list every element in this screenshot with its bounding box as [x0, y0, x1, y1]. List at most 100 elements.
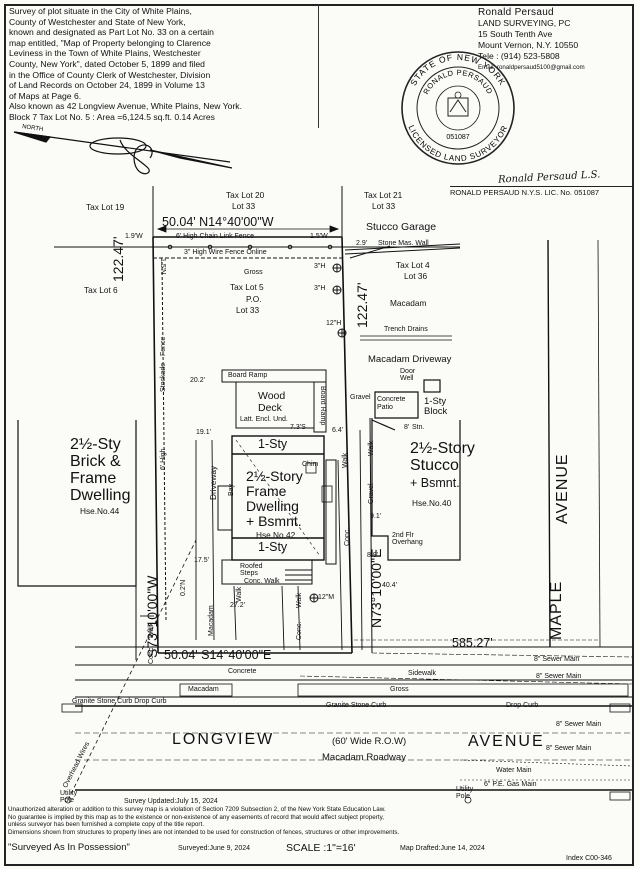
left-dwelling-1: 2½-Sty [70, 436, 121, 453]
left-dwelling-4: Dwelling [70, 487, 131, 504]
label-stucco-garage: Stucco Garage [366, 221, 437, 233]
property-description: Survey of plot situate in the City of Wh… [9, 6, 311, 123]
offset-2-9: 2.9' [356, 240, 368, 247]
trench-drains-label: Trench Drains [384, 326, 428, 333]
gas-main-label: 6" P.E. Gas Main [484, 781, 537, 788]
deck-label-3: Latt. Encl. Und. [240, 416, 288, 423]
label-tax-lot-5: Tax Lot 5 [230, 282, 264, 292]
avenue-bottom-label: AVENUE [468, 733, 545, 750]
label-tax-lot-21: Tax Lot 21 [364, 190, 403, 200]
chimney-label: Chim [302, 461, 319, 468]
surveyor-seal [401, 51, 515, 165]
gross-sidewalk-label: Gross [390, 686, 409, 693]
description-line: County, New York", dated October 5, 1899… [9, 58, 205, 69]
adjacent-dwelling-40 [371, 379, 461, 561]
signature-line [450, 186, 634, 187]
map-drafted-date: Map Drafted:June 14, 2024 [400, 845, 485, 852]
description-line: known and designated as Part Lot No. 33 … [9, 27, 214, 38]
dim-20-2: 20.2' [190, 377, 205, 384]
label-tax-lot-20: Tax Lot 20 [226, 190, 265, 200]
surveyor-license: RONALD PERSAUD N.Y.S. LIC. No. 051087 [450, 188, 600, 197]
label-gross: Gross [244, 269, 263, 276]
north-arrow-icon [13, 131, 233, 175]
street-lines [61, 239, 633, 801]
stn-label: Stn. [412, 424, 425, 431]
left-bearing: S73°10'00"W [144, 575, 160, 658]
dim-19-1: 19.1' [196, 429, 211, 436]
conc-label-a: Conc. [344, 527, 351, 546]
map-scale: SCALE :1"=16' [286, 842, 356, 854]
house-number-44: Hse.No.44 [80, 506, 120, 516]
house-label-4: + Bsmnt. [246, 513, 302, 529]
right-bearing: N73°10'00"E [368, 548, 384, 628]
description-line: Leviness in the Town of White Plains, We… [9, 48, 201, 59]
walk-label-d: Walk [296, 592, 303, 608]
index-number: Index C00-346 [566, 855, 612, 862]
firm-phone: Tele : (914) 523-5808 [478, 51, 560, 61]
dim-17-5: 17.5' [194, 557, 209, 564]
description-line: in the Office of County Clerk of Westche… [9, 69, 211, 80]
utility-pole-left: Utility Pole [60, 790, 78, 804]
description-line: Also known as 42 Longview Avenue, White … [9, 101, 242, 112]
bottom-bearing: 50.04' S14°40'00"E [164, 648, 272, 662]
sewer-main-4: 8" Sewer Main [546, 745, 592, 752]
deck-label-1: Wood [258, 390, 286, 402]
property-boundary [135, 186, 373, 660]
dim-9-1: 9.1' [370, 513, 382, 520]
six-high-label: 6' High [160, 448, 167, 470]
adjacent-dwelling-44 [17, 420, 137, 587]
dim-8: 8' [404, 424, 410, 431]
utility-pole-right: Utility Pole [456, 786, 474, 800]
legal-line: Dimensions shown from structures to prop… [8, 828, 400, 836]
dim-585-27: 585.27' [452, 636, 493, 650]
concrete-patio-label: Concrete Patio [377, 396, 406, 411]
left-dwelling-2: Brick & [70, 453, 121, 470]
sewer-main-2: 8" Sewer Main [536, 673, 582, 680]
curb-right-label: Granite Stone Curb [326, 702, 387, 709]
label-tax-lot-19: Tax Lot 19 [86, 202, 125, 212]
firm-address: 15 South Tenth Ave [478, 29, 553, 39]
row-label: (60' Wide R.O.W) [332, 736, 407, 747]
tree-12h: 12"H [326, 320, 342, 327]
macadam-vertical: Macadam [208, 605, 215, 636]
roofed-steps [221, 459, 337, 585]
header-divider [318, 4, 319, 128]
corner-offset-left: 1.9'W [125, 233, 143, 240]
legal-line: Unauthorized alteration or addition to t… [8, 806, 386, 813]
firm-line: LAND SURVEYING, PC [478, 18, 571, 28]
sidewalk-label: Sidewalk [408, 670, 437, 677]
walks [140, 429, 363, 651]
surveyed-date: Surveyed:June 9, 2024 [178, 845, 250, 852]
stockade-fence-label: Fence [160, 336, 167, 356]
firm-email: Email: ronaldpersaud5100@gmail.com [478, 64, 585, 71]
legal-notes: Unauthorized alteration or addition to t… [8, 806, 399, 836]
wood-deck [221, 369, 327, 433]
left-dimension: 122.47' [110, 236, 126, 283]
driveway-vertical-label: Driveway [208, 465, 218, 500]
sewer-main-1: 8" Sewer Main [534, 656, 580, 663]
label-lot-36: Lot 36 [404, 271, 428, 281]
label-po: P.O. [246, 294, 262, 304]
tree-icon [309, 263, 347, 603]
dim-8-9: 8.9' [367, 552, 379, 559]
right-dimension: 122.47' [354, 282, 370, 329]
house-label-1: 2½-Story [246, 468, 303, 484]
overhead-wires [64, 539, 472, 804]
description-line: map entitled, "Map of Property belonging… [9, 37, 211, 48]
corner-offset-right: 1.5'W [310, 233, 328, 240]
right-dwelling-3: + Bsmnt. [410, 476, 460, 490]
dim-6-4: 6.4' [332, 427, 344, 434]
door-well-label: Door Well [400, 368, 416, 382]
tree-3h-a: 3"H [314, 263, 326, 270]
chain-link-fence-label: 6' High Chain Link Fence [176, 233, 254, 240]
dim-1-5-n: 1.5'N [159, 258, 166, 275]
bay-label: Bay [228, 483, 235, 496]
top-bearing: 50.04' N14°40'00"W [162, 215, 274, 229]
firm-city: Mount Vernon, N.Y. 10550 [478, 40, 579, 50]
right-dwelling-2: Stucco [410, 457, 459, 474]
label-tax-lot-6: Tax Lot 6 [84, 285, 118, 295]
label-lot-33-top: Lot 33 [232, 201, 256, 211]
description-line: of Maps at Page 6. [9, 90, 82, 101]
